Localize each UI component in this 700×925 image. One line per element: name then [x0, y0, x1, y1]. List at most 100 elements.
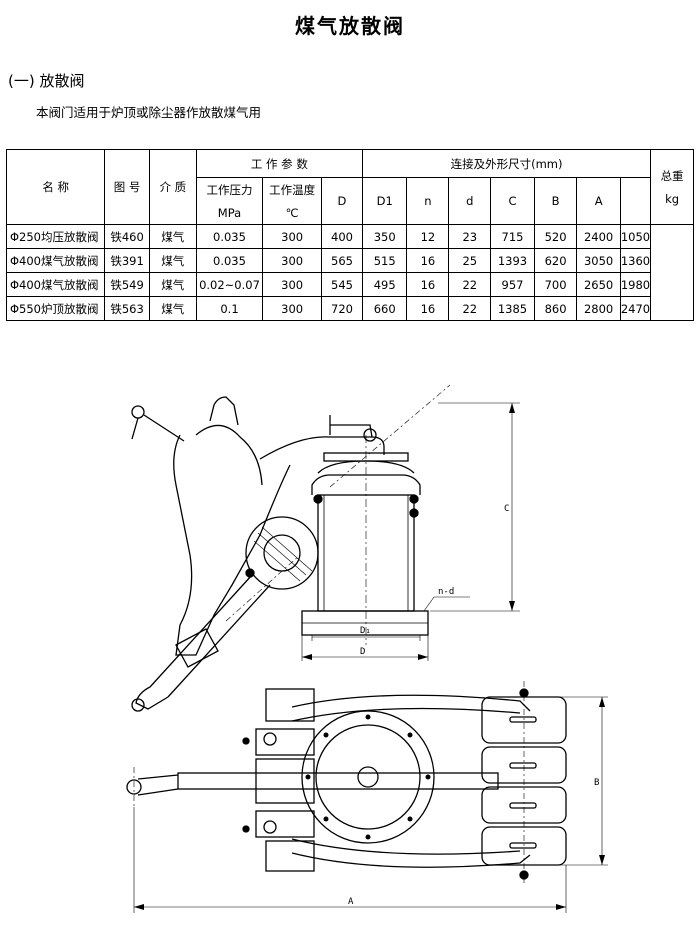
cell-temp: 300 [262, 224, 323, 249]
header-pressure: 工作压力 MPa [195, 177, 264, 225]
table-row: Φ550炉顶放散阀 铁563 煤气 0.1 300 720 660 16 22 … [5, 296, 694, 321]
cell-medium: 煤气 [148, 248, 197, 273]
cell-D1: 515 [361, 248, 408, 273]
cell-D1: 495 [361, 272, 408, 297]
header-name: 名 称 [5, 149, 106, 225]
cell-d: 22 [448, 272, 492, 297]
cell-n: 12 [406, 224, 450, 249]
cell-B: 860 [533, 296, 578, 321]
section-heading: (一) 放散阀 [8, 72, 85, 90]
header-n: n [406, 177, 450, 225]
table-row: Φ400煤气放散阀 铁391 煤气 0.035 300 565 515 16 2… [5, 248, 694, 273]
cell-A: 3050 [576, 248, 621, 273]
counterweight-block [175, 628, 219, 668]
cell-drawing-no: 铁460 [104, 224, 150, 249]
gate-housing [173, 434, 291, 656]
header-A: A [576, 177, 621, 225]
cell-A: 2650 [576, 272, 621, 297]
cell-pressure: 0.035 [195, 248, 264, 273]
cell-pressure: 0.035 [195, 224, 264, 249]
header-drawing-no: 图 号 [104, 149, 150, 225]
cell-n: 16 [406, 272, 450, 297]
header-weight-line1: 总重 [660, 169, 684, 183]
cell-weight: 1360 [619, 248, 652, 273]
label-D1: D₁ [360, 626, 371, 636]
plan-valve-flange [301, 710, 435, 844]
cell-C: 715 [490, 224, 535, 249]
cell-medium: 煤气 [148, 224, 197, 249]
header-C: C [490, 177, 535, 225]
page-title: 煤气放散阀 [295, 14, 405, 38]
cell-medium: 煤气 [148, 296, 197, 321]
valve-technical-drawing: n-d D₁ D C B A [126, 384, 608, 913]
cell-D1: 350 [361, 224, 408, 249]
cell-temp: 300 [262, 296, 323, 321]
plan-lower-arm [291, 838, 521, 855]
cell-B: 620 [533, 248, 578, 273]
header-medium: 介 质 [148, 149, 197, 225]
header-temp-line1: 工作温度 [269, 183, 316, 197]
cell-n: 16 [406, 296, 450, 321]
label-C: C [504, 504, 509, 514]
label-n-d: n-d [438, 587, 454, 597]
cell-drawing-no: 铁549 [104, 272, 150, 297]
plan-bearing-upper [265, 688, 315, 722]
cell-weight: 2470 [619, 296, 652, 321]
plan-main-beam [177, 772, 499, 790]
header-weight-line2: kg [665, 192, 680, 206]
cell-d: 25 [448, 248, 492, 273]
cell-C: 1385 [490, 296, 535, 321]
label-B: B [594, 778, 599, 788]
cell-A: 2400 [576, 224, 621, 249]
plan-upper-arm [291, 694, 531, 712]
cell-D: 400 [321, 224, 363, 249]
cell-temp: 300 [262, 248, 323, 273]
header-dims: 连接及外形尺寸(mm) [361, 149, 652, 178]
cell-B: 520 [533, 224, 578, 249]
cell-name: Φ250均压放散阀 [5, 224, 106, 249]
spec-table: 名 称 图 号 介 质 工 作 参 数 连接及外形尺寸(mm) 总重 kg 工作… [5, 149, 694, 321]
cell-pressure: 0.02~0.07 [195, 272, 264, 297]
cell-pressure: 0.1 [195, 296, 264, 321]
header-work-params: 工 作 参 数 [195, 149, 363, 178]
cell-A: 2800 [576, 296, 621, 321]
cell-B: 700 [533, 272, 578, 297]
header-pressure-line1: 工作压力 [206, 183, 253, 197]
header-D1: D1 [361, 177, 408, 225]
table-row: Φ250均压放散阀 铁460 煤气 0.035 300 400 350 12 2… [5, 224, 694, 249]
hook-icon [131, 405, 145, 419]
plan-bearing-lower [265, 840, 315, 872]
header-weight: 总重 kg [650, 149, 694, 225]
table-subheader-row: 工作压力 MPa 工作温度 ℃ D D1 n d C B A [7, 177, 694, 225]
description-text: 本阀门适用于炉顶或除尘器作放散煤气用 [36, 105, 262, 120]
cell-name: Φ400煤气放散阀 [5, 248, 106, 273]
cell-drawing-no: 铁391 [104, 248, 150, 273]
cell-temp: 300 [262, 272, 323, 297]
cell-d: 23 [448, 224, 492, 249]
header-temp-line2: ℃ [285, 206, 299, 220]
cell-D: 545 [321, 272, 363, 297]
cell-C: 1393 [490, 248, 535, 273]
label-A: A [348, 897, 354, 907]
cell-C: 957 [490, 272, 535, 297]
pivot-disk [245, 516, 319, 590]
header-temp: 工作温度 ℃ [262, 177, 323, 225]
cell-weight: 1980 [619, 272, 652, 297]
table-row: Φ400煤气放散阀 铁549 煤气 0.02~0.07 300 545 495 … [5, 272, 694, 297]
cell-D: 565 [321, 248, 363, 273]
cell-weight: 1050 [619, 224, 652, 249]
header-B: B [533, 177, 578, 225]
cell-D: 720 [321, 296, 363, 321]
header-D: D [321, 177, 363, 225]
cell-n: 16 [406, 248, 450, 273]
cell-name: Φ400煤气放散阀 [5, 272, 106, 297]
cell-drawing-no: 铁563 [104, 296, 150, 321]
cell-name: Φ550炉顶放散阀 [5, 296, 106, 321]
label-D: D [360, 647, 365, 657]
cell-D1: 660 [361, 296, 408, 321]
cell-d: 22 [448, 296, 492, 321]
table-header-row: 名 称 图 号 介 质 工 作 参 数 连接及外形尺寸(mm) 总重 kg [5, 149, 694, 225]
cell-medium: 煤气 [148, 272, 197, 297]
header-d: d [448, 177, 492, 225]
header-pressure-line2: MPa [217, 206, 242, 220]
